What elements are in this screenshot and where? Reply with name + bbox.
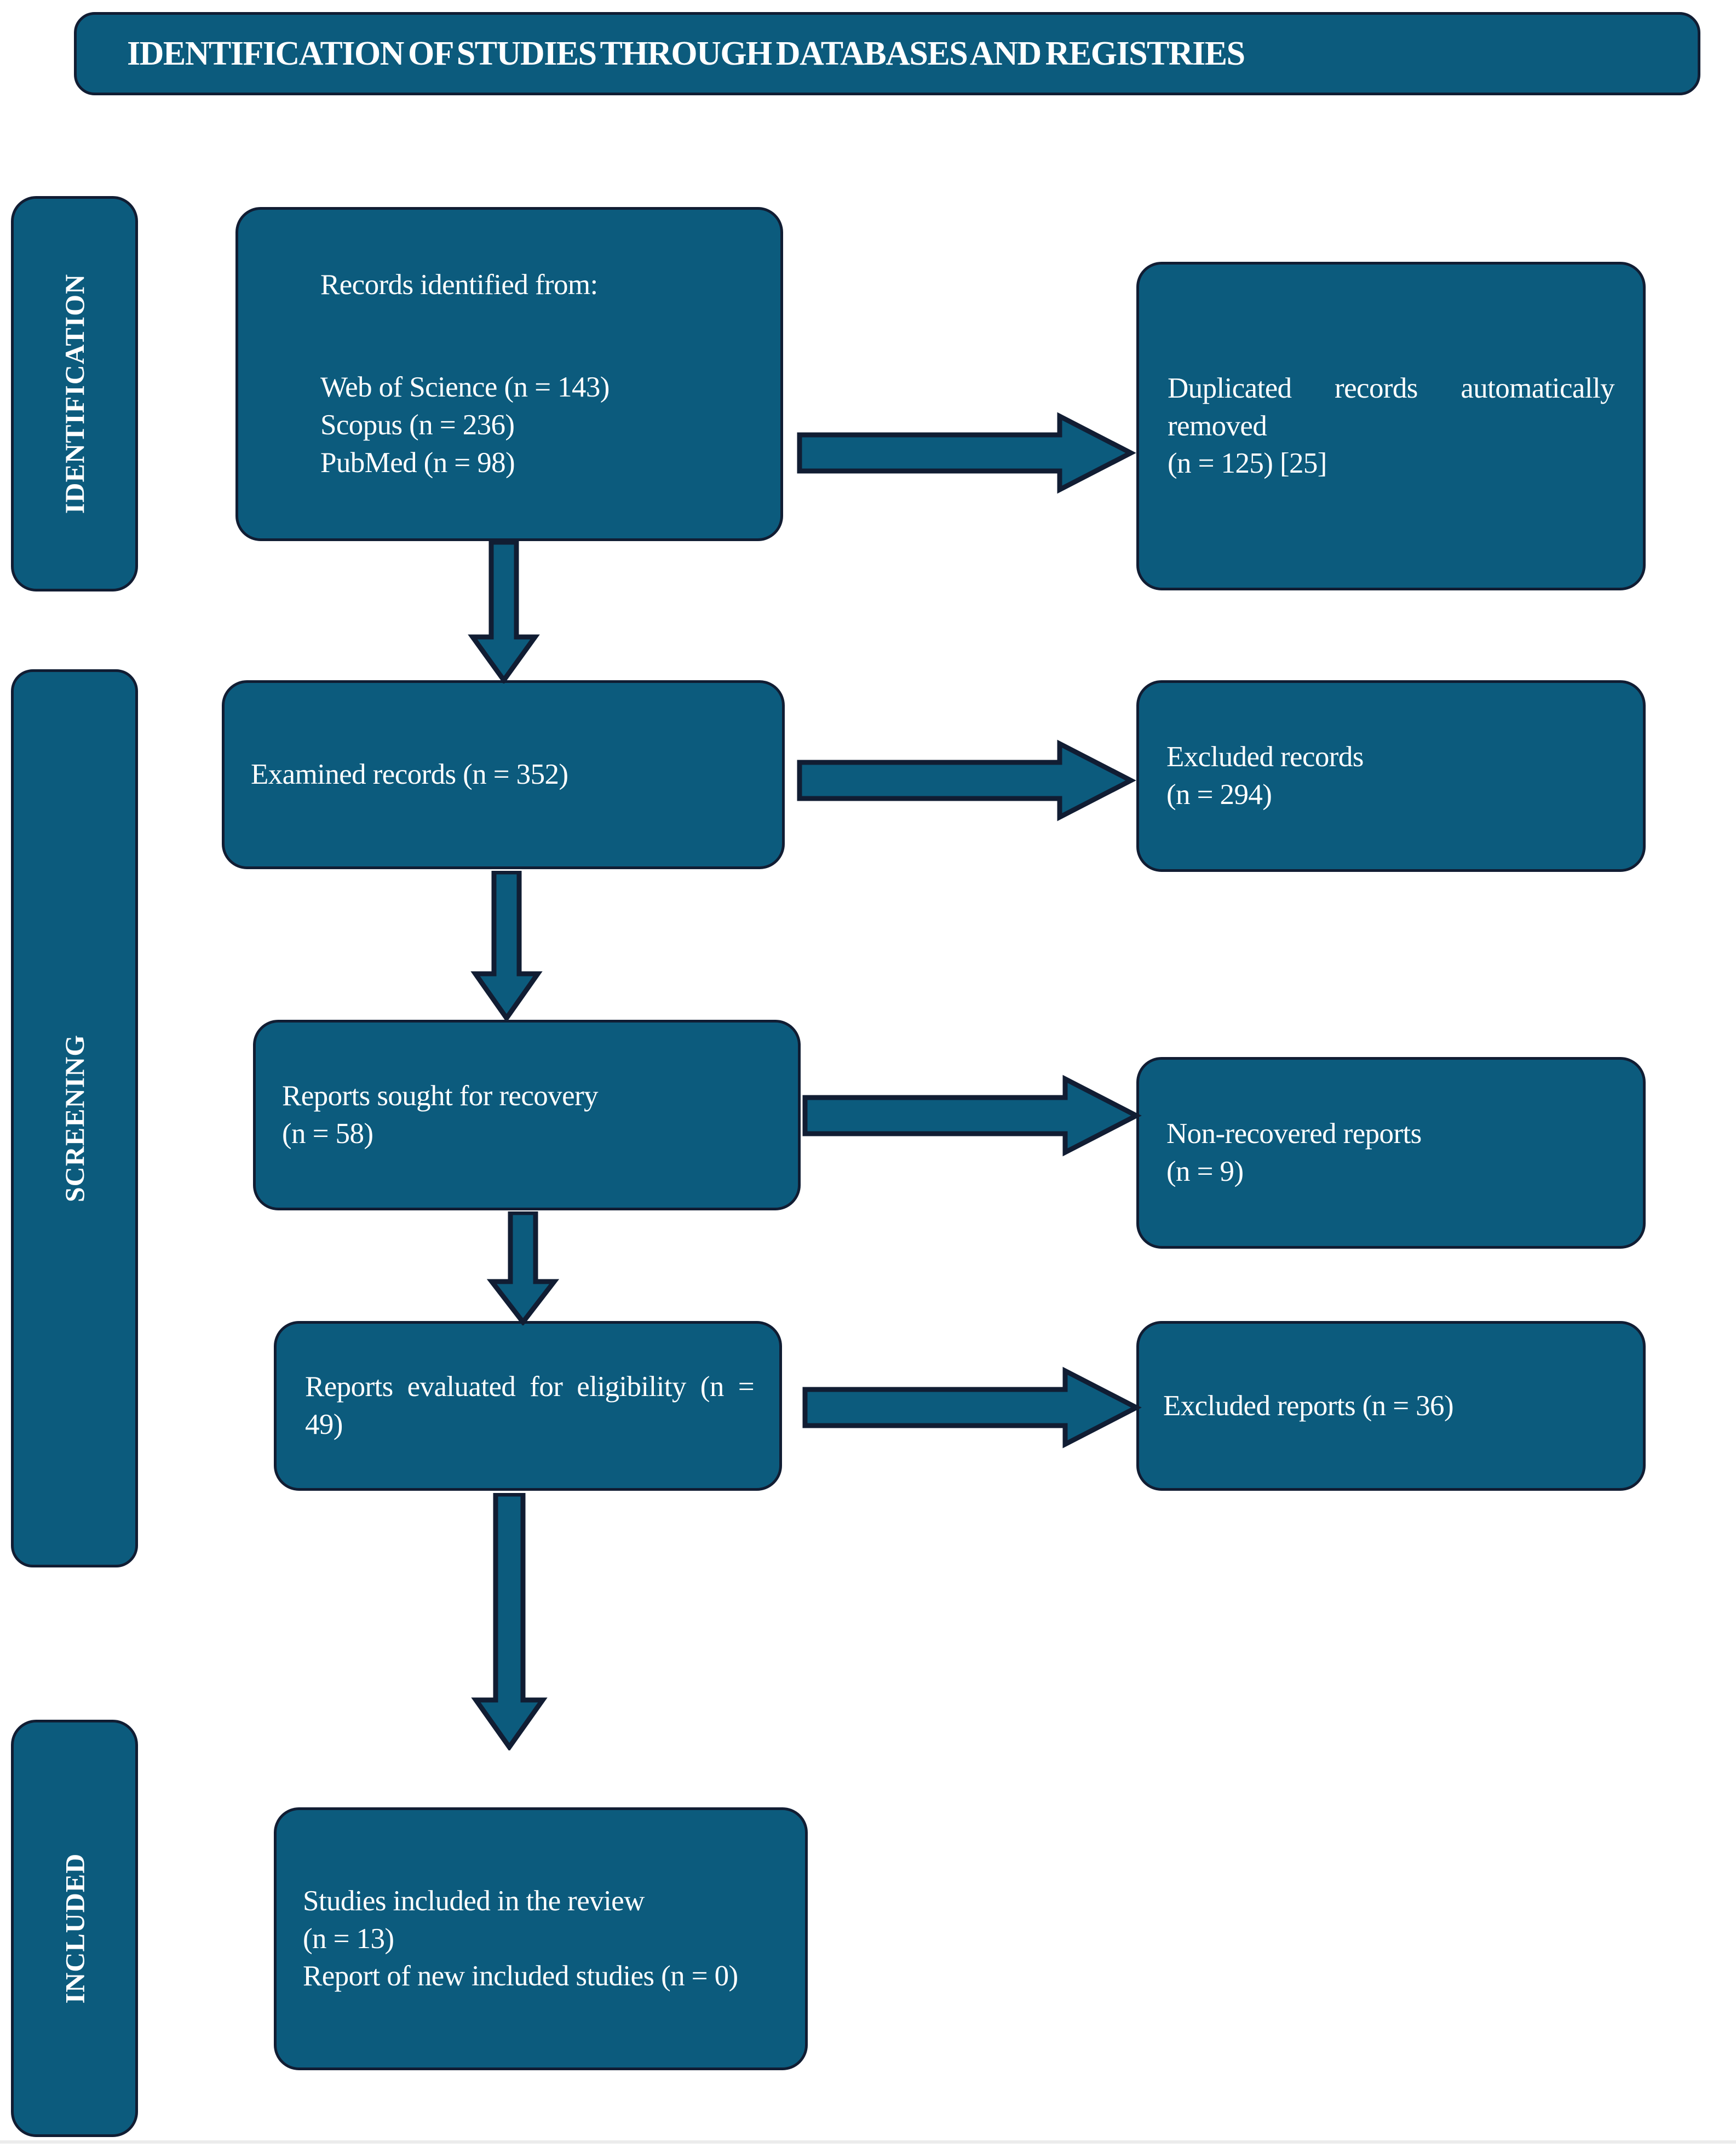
box-reports-sought-for-recovery: Reports sought for recovery (n = 58) xyxy=(253,1020,801,1210)
records-source-web-of-science: Web of Science (n = 143) xyxy=(320,371,610,404)
diagram-title-text: IDENTIFICATION OF STUDIES THROUGH DATABA… xyxy=(127,35,1245,72)
records-identified-heading: Records identified from: xyxy=(320,269,598,301)
arrow-evaluated-to-excluded-reports xyxy=(802,1366,1142,1449)
arrow-examined-to-excluded-records xyxy=(797,739,1136,822)
stage-rail-included: INCLUDED xyxy=(11,1720,138,2137)
reports-sought-text: Reports sought for recovery xyxy=(282,1080,599,1112)
box-duplicated-records-removed: Duplicated records automatically removed… xyxy=(1136,262,1646,590)
stage-rail-screening: SCREENING xyxy=(11,669,138,1567)
excluded-records-count: (n = 294) xyxy=(1166,779,1272,811)
stage-label-identification: IDENTIFICATION xyxy=(59,273,90,514)
arrow-evaluated-to-included xyxy=(468,1493,550,1750)
page-edge-artifact xyxy=(0,2140,1736,2144)
new-included-studies-text: Report of new included studies (n = 0) xyxy=(303,1960,738,1992)
reports-evaluated-text: Reports evaluated for eligibility (n = 4… xyxy=(305,1371,755,1440)
duplicates-count: (n = 125) [25] xyxy=(1168,447,1327,480)
diagram-title-banner: IDENTIFICATION OF STUDIES THROUGH DATABA… xyxy=(74,12,1700,95)
arrow-sought-to-evaluated xyxy=(482,1211,564,1325)
reports-sought-count: (n = 58) xyxy=(282,1118,373,1150)
arrow-sought-to-non-recovered xyxy=(802,1075,1142,1157)
box-reports-evaluated-for-eligibility: Reports evaluated for eligibility (n = 4… xyxy=(274,1321,782,1491)
excluded-records-text: Excluded records xyxy=(1166,741,1364,773)
box-studies-included: Studies included in the review (n = 13) … xyxy=(274,1807,808,2070)
box-excluded-reports: Excluded reports (n = 36) xyxy=(1136,1321,1646,1491)
non-recovered-text: Non-recovered reports xyxy=(1166,1118,1422,1150)
arrow-records-to-examined xyxy=(463,541,545,684)
duplicates-text: Duplicated records automatically removed xyxy=(1168,372,1615,442)
excluded-reports-text: Excluded reports (n = 36) xyxy=(1163,1389,1454,1422)
box-examined-records: Examined records (n = 352) xyxy=(222,680,785,869)
arrow-records-to-duplicates xyxy=(797,412,1136,494)
arrow-examined-to-sought xyxy=(465,871,548,1021)
stage-label-included: INCLUDED xyxy=(59,1853,90,2004)
stage-rail-identification: IDENTIFICATION xyxy=(11,196,138,591)
stage-label-screening: SCREENING xyxy=(59,1034,90,1203)
box-records-identified: Records identified from: Web of Science … xyxy=(235,207,783,541)
box-excluded-records: Excluded records (n = 294) xyxy=(1136,680,1646,872)
studies-included-text: Studies included in the review xyxy=(303,1885,645,1917)
examined-records-text: Examined records (n = 352) xyxy=(251,759,568,791)
studies-included-count: (n = 13) xyxy=(303,1922,394,1955)
non-recovered-count: (n = 9) xyxy=(1166,1156,1244,1187)
records-source-scopus: Scopus (n = 236) xyxy=(320,409,515,441)
box-non-recovered-reports: Non-recovered reports (n = 9) xyxy=(1136,1057,1646,1249)
records-source-pubmed: PubMed (n = 98) xyxy=(320,446,515,479)
